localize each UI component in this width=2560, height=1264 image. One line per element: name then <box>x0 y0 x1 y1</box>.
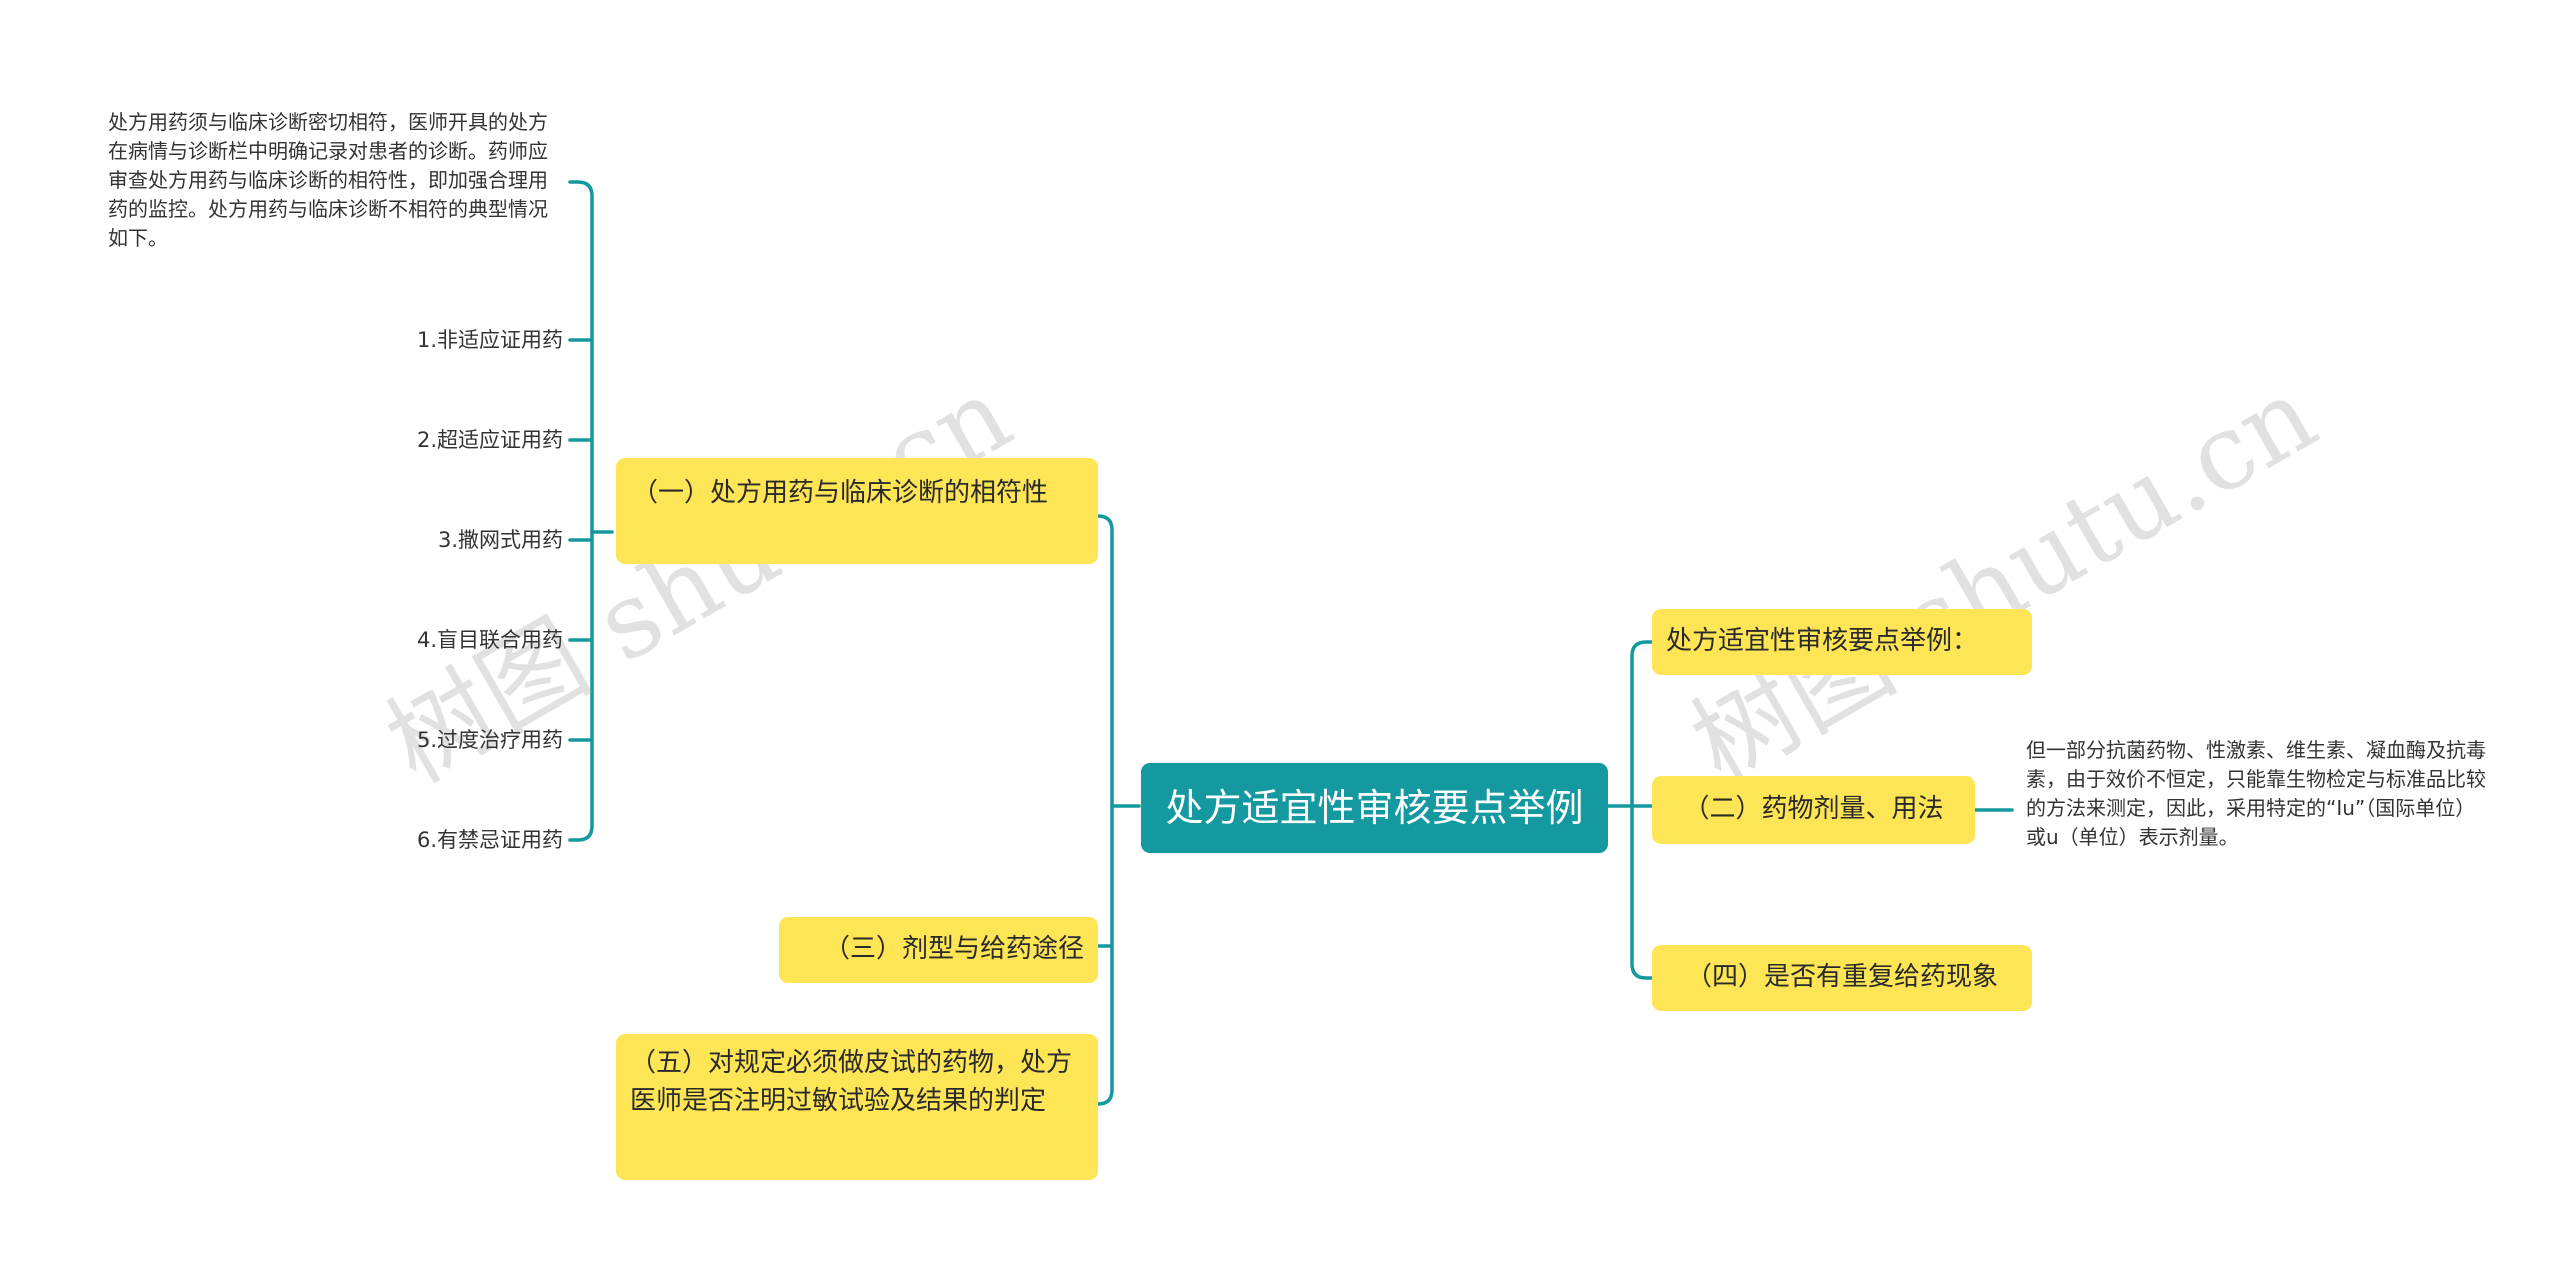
branch-prescription-diagnosis-match[interactable]: （一）处方用药与临床诊断的相符性 <box>616 458 1098 564</box>
branch-dose-usage[interactable]: （二）药物剂量、用法 <box>1652 776 1975 844</box>
root-topic[interactable]: 处方适宜性审核要点举例 <box>1141 763 1608 853</box>
leaf-item[interactable]: 6.有禁忌证用药 <box>416 828 563 852</box>
branch-label: 处方适宜性审核要点举例： <box>1666 626 1979 656</box>
branch-label: （二）药物剂量、用法 <box>1683 794 1944 824</box>
branch-duplicate-medication[interactable]: （四）是否有重复给药现象 <box>1652 945 2032 1011</box>
branch-example-heading[interactable]: 处方适宜性审核要点举例： <box>1652 609 2032 675</box>
branch-dosage-form-route[interactable]: （三）剂型与给药途径 <box>779 917 1098 983</box>
branch-label: （三）剂型与给药途径 <box>823 934 1084 964</box>
branch-note: 但一部分抗菌药物、性激素、维生素、凝血酶及抗毒素，由于效价不恒定，只能靠生物检定… <box>2026 738 2486 849</box>
leaf-item[interactable]: 2.超适应证用药 <box>416 428 563 452</box>
leaf-item[interactable]: 1.非适应证用药 <box>416 328 563 352</box>
branch-note: 处方用药须与临床诊断密切相符，医师开具的处方在病情与诊断栏中明确记录对患者的诊断… <box>108 110 548 250</box>
branch-label: （五）对规定必须做皮试的药物，处方医师是否注明过敏试验及结果的判定 <box>630 1048 1073 1116</box>
leaf-item[interactable]: 5.过度治疗用药 <box>416 728 563 752</box>
branch-label: （四）是否有重复给药现象 <box>1685 962 1998 992</box>
root-topic-label: 处方适宜性审核要点举例 <box>1165 786 1584 830</box>
leaf-item[interactable]: 4.盲目联合用药 <box>416 628 563 652</box>
branch-skin-test[interactable]: （五）对规定必须做皮试的药物，处方医师是否注明过敏试验及结果的判定 <box>616 1034 1098 1180</box>
leaf-item[interactable]: 3.撒网式用药 <box>437 528 563 552</box>
branch-label: （一）处方用药与临床诊断的相符性 <box>632 478 1049 508</box>
